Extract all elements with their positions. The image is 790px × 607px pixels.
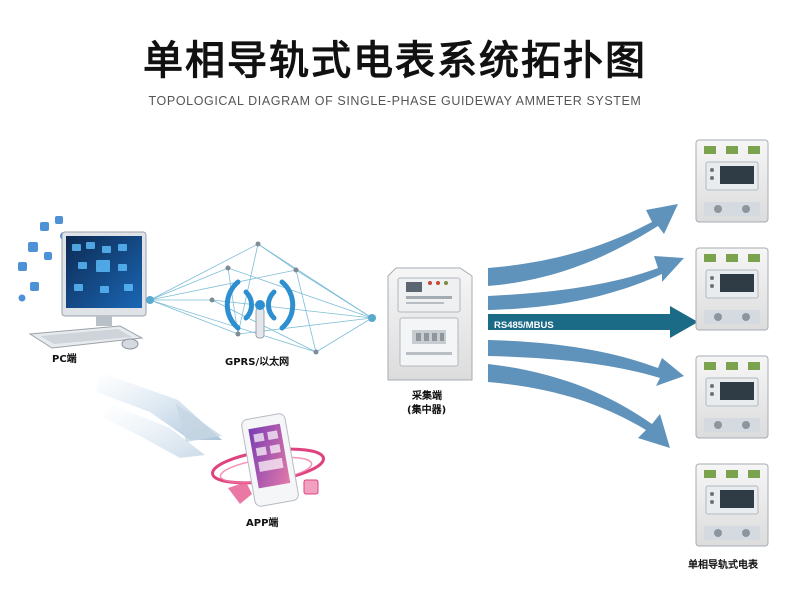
arrow-to-meter-5 <box>488 364 670 448</box>
network-label: GPRS/以太网 <box>225 355 289 368</box>
arrow-to-meter-2 <box>488 256 684 310</box>
arrow-to-meter-1 <box>488 204 678 286</box>
meter-1 <box>695 139 769 223</box>
app-phone <box>211 413 325 507</box>
pc-monitor <box>18 216 147 350</box>
meter-3 <box>695 355 769 439</box>
app-label: APP端 <box>246 516 278 529</box>
arrow-to-meter-4 <box>488 340 684 386</box>
bus-arrow <box>488 306 698 338</box>
page-title: 单相导轨式电表系统拓扑图 <box>143 38 647 84</box>
meter-2 <box>695 247 769 331</box>
floating-app-icons <box>18 216 68 302</box>
collector-label: 采集端 <box>411 389 442 402</box>
meters-label: 单相导轨式电表 <box>688 558 759 571</box>
network-mesh <box>149 243 373 353</box>
bus-label: RS485/MBUS <box>494 320 554 331</box>
network-node-dots <box>146 241 376 355</box>
collector-device <box>387 267 473 381</box>
meter-4 <box>695 463 769 547</box>
antenna-icon <box>255 307 265 339</box>
page-subtitle: TOPOLOGICAL DIAGRAM OF SINGLE-PHASE GUID… <box>148 94 642 108</box>
fanout-arrows <box>488 204 684 448</box>
data-streak <box>96 372 222 458</box>
wireless-signal-icon <box>224 279 296 331</box>
pc-label: PC端 <box>52 352 77 365</box>
collector-sublabel: (集中器) <box>407 403 446 416</box>
